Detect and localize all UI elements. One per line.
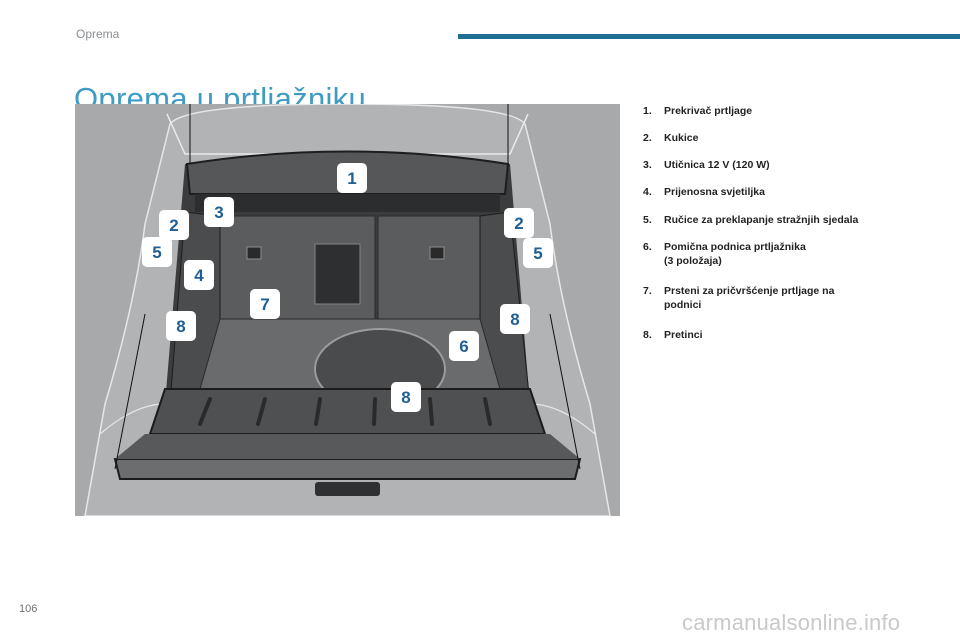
legend-item: 7. Prsteni za pričvršćenje prtljage na p… — [643, 284, 834, 312]
svg-text:2: 2 — [169, 216, 178, 235]
svg-text:3: 3 — [214, 203, 223, 222]
legend-number: 3. — [643, 159, 652, 171]
legend-text: Utičnica 12 V (120 W) — [664, 159, 770, 171]
legend-text: Ručice za preklapanje stražnjih sjedala — [664, 214, 859, 226]
trunk-illustration: 1 2 3 2 5 5 4 7 — [75, 104, 620, 516]
callout-6: 6 — [449, 331, 479, 361]
svg-text:4: 4 — [194, 266, 204, 285]
legend-item: 1. Prekrivač prtljage — [643, 104, 752, 118]
legend-number: 7. — [643, 285, 652, 297]
svg-text:2: 2 — [514, 214, 523, 233]
page-number: 106 — [19, 603, 38, 615]
header-rule — [458, 34, 960, 39]
legend-item: 5. Ručice za preklapanje stražnjih sjeda… — [643, 213, 858, 227]
legend-number: 2. — [643, 132, 652, 144]
legend-item: 3. Utičnica 12 V (120 W) — [643, 158, 770, 172]
callout-2-right: 2 — [504, 208, 534, 238]
callout-5-left: 5 — [142, 237, 172, 267]
svg-text:8: 8 — [510, 310, 519, 329]
legend-item: 4. Prijenosna svjetiljka — [643, 185, 765, 199]
legend-number: 6. — [643, 241, 652, 253]
svg-text:7: 7 — [260, 295, 269, 314]
legend-number: 4. — [643, 186, 652, 198]
callout-8-right: 8 — [500, 304, 530, 334]
callout-2-left: 2 — [159, 210, 189, 240]
svg-text:8: 8 — [401, 388, 410, 407]
section-label: Oprema — [76, 27, 120, 41]
legend-text: Prijenosna svjetiljka — [664, 186, 765, 198]
svg-text:5: 5 — [152, 243, 161, 262]
legend-item: 6. Pomična podnica prtljažnika (3 položa… — [643, 240, 806, 268]
legend-text: Prsteni za pričvršćenje prtljage na podn… — [664, 285, 835, 311]
svg-text:5: 5 — [533, 244, 542, 263]
callout-5-right: 5 — [523, 238, 553, 268]
trunk-drawing: 1 2 3 2 5 5 4 7 — [84, 104, 611, 516]
callout-8-left: 8 — [166, 311, 196, 341]
callout-7: 7 — [250, 289, 280, 319]
legend-number: 8. — [643, 329, 652, 341]
legend-text: Pomična podnica prtljažnika (3 položaja) — [664, 241, 806, 267]
legend-text: Pretinci — [664, 329, 703, 341]
legend-number: 5. — [643, 214, 652, 226]
callout-8-floor: 8 — [391, 382, 421, 412]
legend-item: 8. Pretinci — [643, 328, 703, 342]
callout-3: 3 — [204, 197, 234, 227]
svg-text:1: 1 — [347, 169, 356, 188]
callout-1: 1 — [337, 163, 367, 193]
svg-text:6: 6 — [459, 337, 468, 356]
watermark: carmanualsonline.info — [682, 610, 901, 635]
legend-text: Prekrivač prtljage — [664, 105, 753, 117]
legend-text: Kukice — [664, 132, 699, 144]
svg-text:8: 8 — [176, 317, 185, 336]
legend-number: 1. — [643, 105, 652, 117]
callout-4: 4 — [184, 260, 214, 290]
legend-item: 2. Kukice — [643, 131, 698, 145]
